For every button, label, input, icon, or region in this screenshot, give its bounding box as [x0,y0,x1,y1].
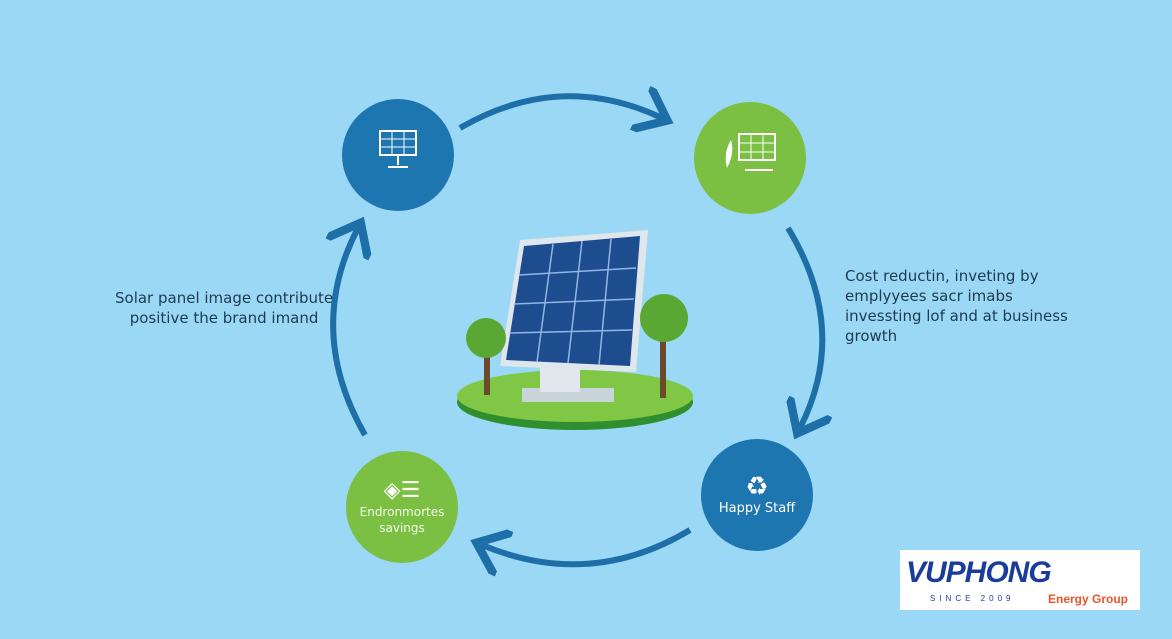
savings-label-line1: Endronmortes [359,505,445,519]
recycle-icon: ♻ [745,472,769,502]
logo-tagline: Energy Group [1048,592,1129,606]
happy-staff-label: Happy Staff [718,501,796,516]
savings-label-line2: savings [379,521,425,535]
arrow-right [788,226,822,428]
solar-panel-plant-icon [725,133,776,171]
right-text-line: invessting lof and at business [845,307,1068,325]
node-solar-panel [342,99,454,211]
logo-brand: VUPHONG [906,556,1052,589]
right-description: Cost reductin, inveting by emplyyees sac… [845,266,1068,346]
logo-since: SINCE 2009 [930,594,1015,603]
arrow-top [458,96,662,128]
right-text-line: emplyyees sacr imabs [845,287,1013,305]
center-solar-illustration [457,230,693,430]
arrow-bottom [482,527,692,564]
node-savings: ◈☰ Endronmortes savings [346,451,458,563]
vuphong-logo: VUPHONG SINCE 2009 Energy Group [900,550,1140,610]
node-happy-staff: ♻ Happy Staff [701,439,813,551]
coins-icon: ◈☰ [383,478,421,503]
left-text-line: Solar panel image contribute [115,289,334,307]
arrow-left [333,228,365,437]
left-text-line: positive the brand imand [129,309,319,327]
solar-panel-icon [379,130,417,168]
left-description: Solar panel image contribute positive th… [115,288,333,328]
right-text-line: Cost reductin, inveting by [845,267,1039,285]
right-text-line: growth [845,327,898,345]
node-green-solar [694,102,806,214]
